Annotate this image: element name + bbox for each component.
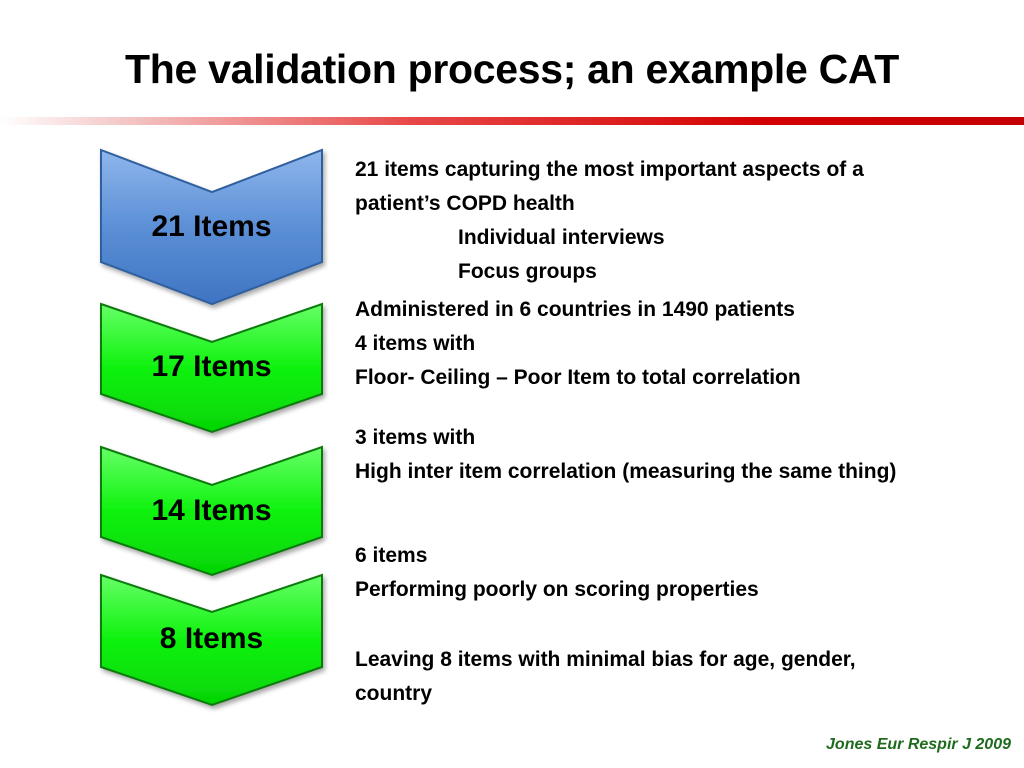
chevron-4: [100, 573, 323, 707]
text-block-5: Leaving 8 items with minimal bias for ag…: [355, 643, 1005, 711]
text-line: 21 items capturing the most important as…: [355, 158, 864, 181]
text-line: High inter item correlation (measuring t…: [355, 460, 897, 483]
text-line: 3 items with: [355, 426, 476, 449]
text-line: Administered in 6 countries in 1490 pati…: [355, 298, 795, 321]
text-line: Leaving 8 items with minimal bias for ag…: [355, 648, 856, 671]
text-line: 4 items with: [355, 332, 476, 355]
text-line: 6 items: [355, 544, 428, 567]
text-block-4: 6 items Performing poorly on scoring pro…: [355, 539, 1005, 607]
chevron-1: [100, 148, 323, 306]
chevron-label-8-items: 8 Items: [159, 622, 264, 655]
sub-item: Individual interviews: [458, 226, 665, 249]
slide-title: The validation process; an example CAT: [125, 46, 899, 92]
chevron-label-17-items: 17 Items: [151, 350, 272, 383]
title-divider: [0, 117, 1024, 125]
text-line: Floor- Ceiling – Poor Item to total corr…: [355, 366, 801, 389]
chevron-label-14-items: 14 Items: [151, 494, 272, 527]
text-block-1: 21 items capturing the most important as…: [355, 153, 1005, 289]
text-block-2: Administered in 6 countries in 1490 pati…: [355, 293, 1005, 395]
text-line: patient’s COPD health: [355, 192, 575, 215]
text-block-3: 3 items with High inter item correlation…: [355, 421, 1005, 489]
chevron-2: [100, 302, 323, 434]
chevron-label-21-items: 21 Items: [151, 210, 272, 243]
sub-item: Focus groups: [458, 260, 597, 283]
text-line: Performing poorly on scoring properties: [355, 578, 759, 601]
citation: Jones Eur Respir J 2009: [826, 736, 1011, 753]
text-line: country: [355, 682, 433, 705]
chevron-3: [100, 445, 323, 577]
